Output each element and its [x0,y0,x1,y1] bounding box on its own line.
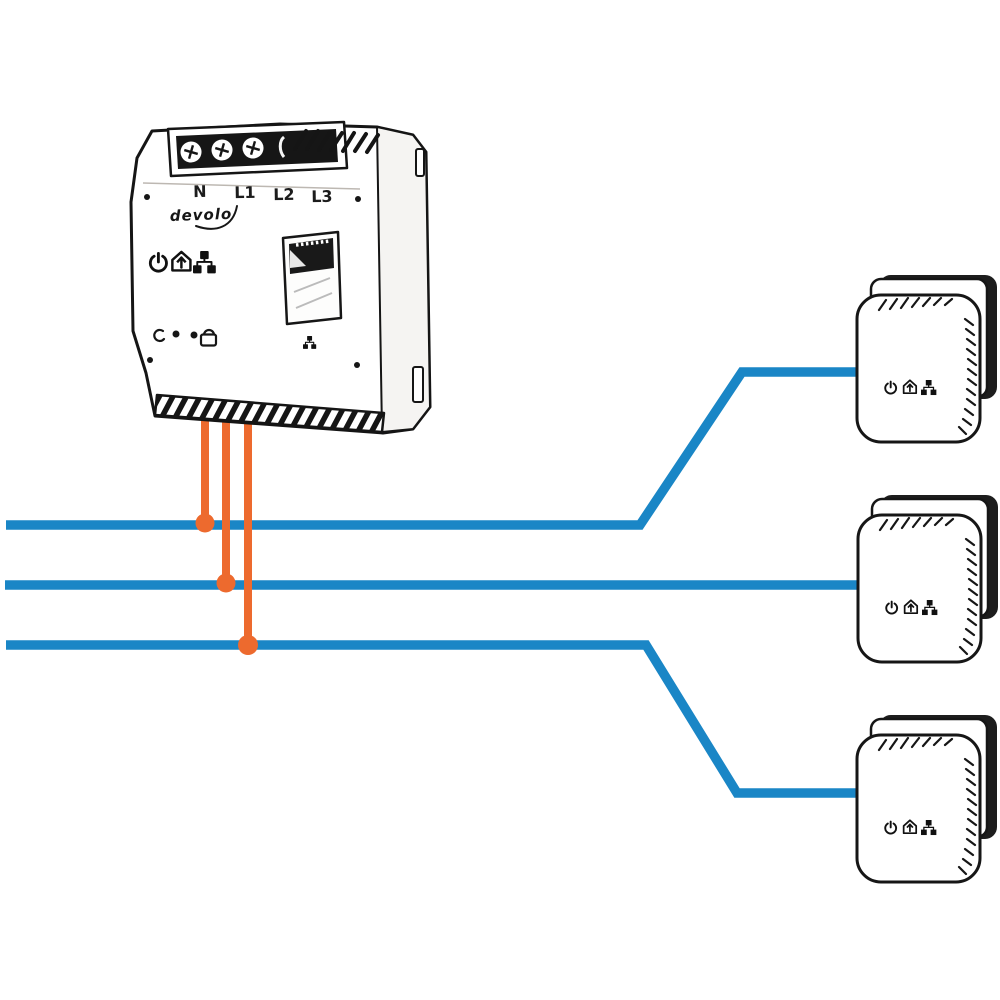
top-vent-slats [293,129,380,154]
ethernet-port-shading [293,277,333,309]
face-crease [142,182,361,190]
din-rail-unit: N L1 L2 L3 devolo [129,120,432,435]
powerline-adapter-3 [857,715,997,882]
terminal-label-l1: L1 [234,183,256,202]
encryption-lock-icon [199,328,218,347]
terminal-label-l2: L2 [273,185,295,204]
screw-terminal [178,139,204,165]
phase-line-l3 [6,640,880,798]
brand-logo-swoosh [195,205,238,230]
screw-terminal [209,137,235,163]
din-clip-slot-top [415,148,425,177]
terminal-label-l3: L3 [311,187,333,206]
brand-logo: devolo [170,205,238,230]
phase-lines [5,367,880,798]
terminal-clamp-arc [278,135,286,158]
tap-wires [195,398,258,655]
screw-terminals [178,135,286,165]
ethernet-port [281,230,343,326]
terminal-labels: N L1 L2 L3 [193,182,333,206]
tap-junction-l1 [195,513,215,533]
tap-junction-l3 [238,635,258,655]
din-clip-slot-bottom [412,366,424,403]
brand-logo-text: devolo [170,205,233,225]
phase-line-l1 [6,367,880,530]
powerline-adapter-2 [858,495,998,662]
led-dot-icon [190,331,198,339]
face-screw-dots [144,194,361,368]
standby-icon [153,328,166,343]
terminal-label-n: N [193,182,207,201]
screw-terminal [240,135,266,161]
ethernet-jack-pins [295,239,331,247]
bottom-vent-slats [153,393,386,434]
ethernet-jack-highlight [290,250,306,268]
bottom-controls [153,328,317,349]
powerline-adapter-1 [857,275,997,442]
tap-junction-l2 [216,573,236,593]
led-dot-icon [172,330,180,338]
